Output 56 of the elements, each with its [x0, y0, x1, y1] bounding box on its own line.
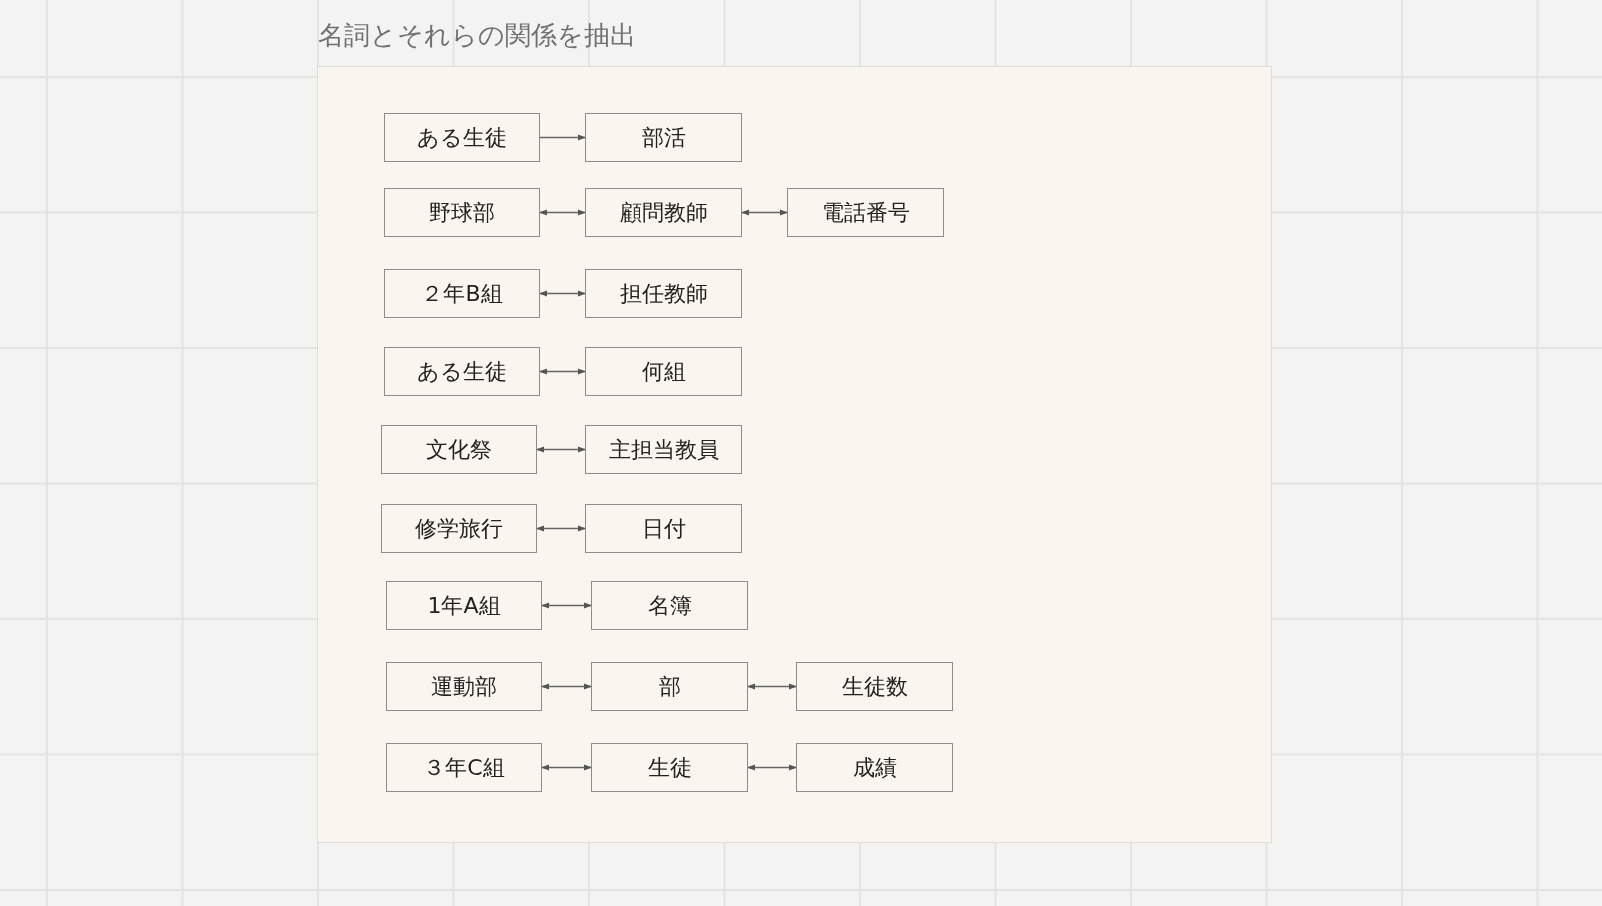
arrow [747, 683, 797, 690]
entity-label: 担任教師 [619, 279, 708, 308]
arrow [539, 134, 586, 141]
entity-label: ３年C組 [423, 753, 505, 782]
entity-label: 野球部 [429, 198, 495, 227]
entity-box [381, 504, 537, 553]
entity-label: 部 [658, 672, 681, 701]
entity-box [796, 662, 953, 711]
entity-box [381, 425, 537, 474]
entity-label: 1年A組 [427, 591, 501, 620]
entity-box [585, 188, 742, 237]
entity-label: 何組 [641, 357, 686, 386]
entity-label: 成績 [852, 753, 897, 782]
entity-label: ２年B組 [421, 279, 503, 308]
entity-label: 修学旅行 [415, 514, 503, 543]
entity-box [591, 743, 748, 792]
arrow [541, 602, 592, 609]
entity-box [386, 581, 542, 630]
panel-background [317, 66, 1272, 843]
arrow [541, 683, 592, 690]
entity-box [585, 269, 742, 318]
entity-box [591, 662, 748, 711]
entity-box [386, 662, 542, 711]
arrow [747, 764, 797, 771]
entity-label: 名簿 [647, 591, 692, 620]
entity-box [787, 188, 944, 237]
entity-label: 部活 [641, 123, 686, 152]
entity-label: ある生徒 [417, 357, 507, 386]
entity-box [384, 269, 540, 318]
entity-label: 文化祭 [426, 435, 492, 464]
entity-box [591, 581, 748, 630]
entity-label: 生徒数 [841, 672, 908, 701]
arrow [539, 290, 586, 297]
entity-label: 日付 [641, 514, 686, 543]
entity-box [384, 347, 540, 396]
entity-box [585, 347, 742, 396]
entity-label: 電話番号 [821, 198, 910, 227]
entity-box [386, 743, 542, 792]
entity-box [585, 504, 742, 553]
entity-label: ある生徒 [417, 123, 507, 152]
entity-box [796, 743, 953, 792]
entity-label: 運動部 [431, 672, 497, 701]
entity-box [585, 425, 742, 474]
entity-label: 生徒 [647, 753, 692, 782]
arrow [541, 764, 592, 771]
entity-box [585, 113, 742, 162]
diagram-title: 名詞とそれらの関係を抽出 [318, 19, 636, 52]
arrow [741, 209, 788, 216]
arrow [539, 368, 586, 375]
entity-box [384, 188, 540, 237]
entity-box [384, 113, 540, 162]
arrow [536, 446, 586, 453]
arrow [536, 525, 586, 532]
entity-label: 主担当教員 [608, 435, 719, 464]
arrow [539, 209, 586, 216]
entity-label: 顧問教師 [619, 198, 708, 227]
